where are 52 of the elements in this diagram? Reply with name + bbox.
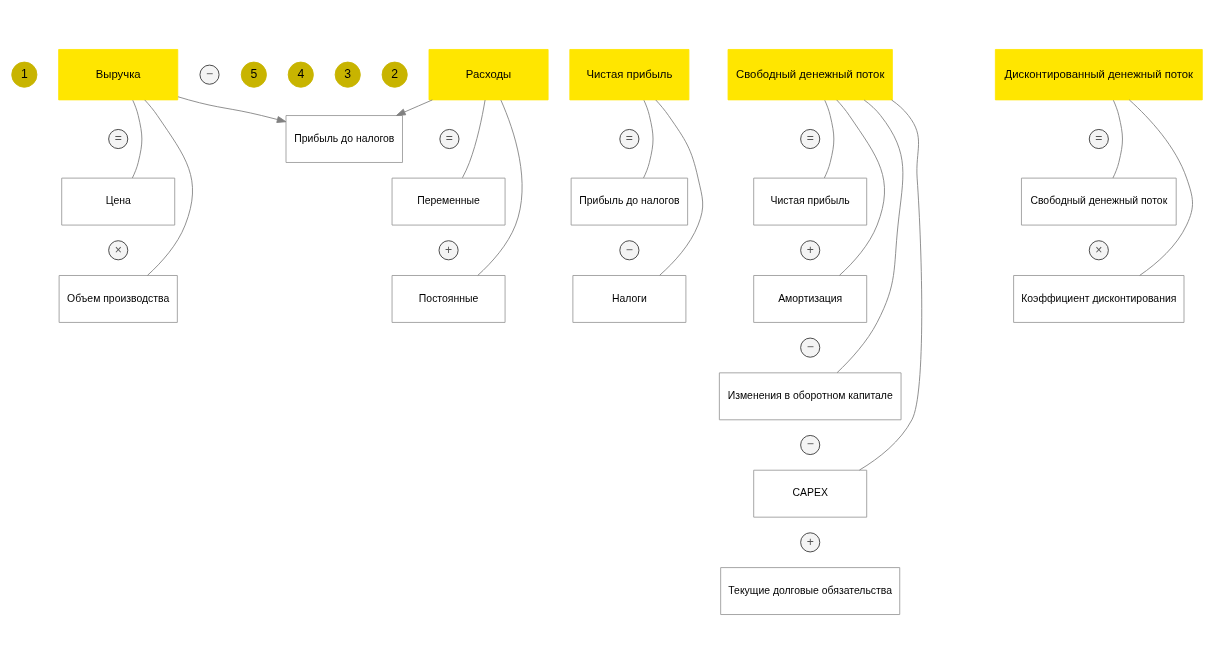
node-box: Расходы (428, 48, 549, 100)
connector (1112, 99, 1123, 178)
node-box: Амортизация (753, 274, 868, 323)
connector (144, 99, 193, 276)
connector (655, 99, 704, 276)
node-box: Текущие долговые обязательства (720, 566, 901, 615)
arrow (177, 95, 287, 123)
connector (131, 99, 143, 178)
node-circle: + (438, 239, 459, 260)
connector (477, 99, 523, 276)
node-circle: = (1088, 128, 1109, 149)
node-circle: 4 (287, 61, 314, 88)
node-circle: + (800, 239, 821, 260)
node-box: Свободный денежный поток (1021, 177, 1177, 225)
node-box: Чистая прибыль (569, 48, 690, 100)
arrow (396, 99, 433, 116)
node-circle: − (800, 434, 821, 455)
node-box: Выручка (58, 48, 179, 100)
node-circle: − (619, 239, 640, 260)
connector (836, 99, 885, 276)
node-box: Чистая прибыль (753, 177, 868, 225)
node-circle: = (619, 128, 640, 149)
node-box: Прибыль до налогов (570, 177, 689, 225)
node-circle: + (800, 531, 821, 552)
node-circle: − (199, 64, 220, 85)
node-box: Переменные (391, 177, 506, 225)
node-circle: 2 (381, 61, 408, 88)
node-box: Прибыль до налогов (285, 114, 403, 163)
connector (823, 99, 835, 178)
node-box: Изменения в оборотном капитале (718, 371, 902, 420)
node-box: Объем производства (58, 274, 178, 323)
node-circle: 1 (11, 61, 38, 88)
node-box: Цена (61, 177, 176, 225)
node-box: CAPEX (753, 469, 868, 518)
node-box: Коэффициент дисконтирования (1013, 274, 1185, 323)
node-box: Налоги (572, 274, 687, 323)
node-box: Дисконтированный денежный поток (994, 48, 1203, 100)
node-box: Постоянные (391, 274, 506, 323)
node-circle: 5 (240, 61, 267, 88)
connector (859, 99, 923, 470)
connector (836, 99, 904, 373)
connector (462, 99, 486, 178)
connector (643, 99, 654, 178)
node-circle: = (108, 128, 129, 149)
node-box: Свободный денежный поток (727, 48, 893, 100)
connector (1128, 99, 1193, 276)
node-circle: = (439, 128, 460, 149)
node-circle: × (108, 239, 129, 260)
node-circle: − (800, 337, 821, 358)
node-circle: × (1088, 239, 1109, 260)
node-circle: 3 (334, 61, 361, 88)
node-circle: = (800, 128, 821, 149)
